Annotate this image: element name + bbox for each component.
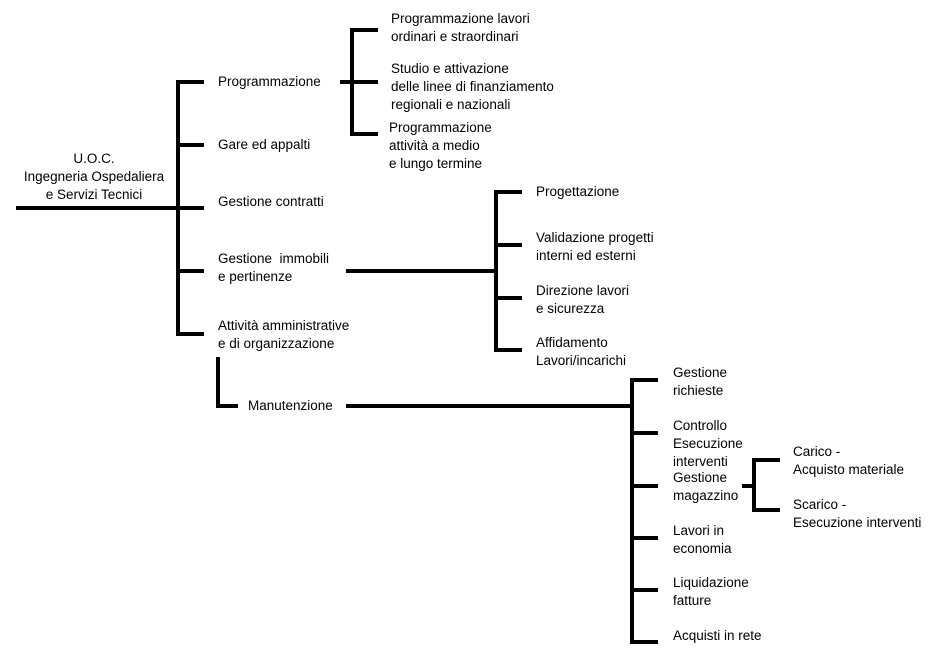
connector-manutenzione-tick <box>630 431 658 435</box>
node-manutenzione: Manutenzione <box>248 398 333 413</box>
connector-immobili-tick <box>494 243 522 247</box>
connector-level1-tick <box>176 206 204 210</box>
node-direzione-lavori: Direzione lavori e sicurezza <box>536 283 630 316</box>
node-acquisti-rete: Acquisti in rete <box>673 628 762 643</box>
connector-immobili-spine <box>494 190 498 352</box>
connector-immobili <box>346 269 496 273</box>
connector-manutenzione <box>346 404 634 408</box>
connector-magazzino-spine <box>752 458 756 512</box>
node-liquidazione-fatture: Liquidazione fatture <box>673 575 749 608</box>
connector-programmazione <box>340 80 352 84</box>
connector-programmazione-tick <box>350 80 378 84</box>
connector-immobili-tick <box>494 296 522 300</box>
connector-immobili-tick <box>494 348 522 352</box>
node-validazione-progetti: Validazione progetti interni ed esterni <box>536 230 654 263</box>
connector-level1-tick <box>176 269 204 273</box>
connector-magazzino-tick <box>752 458 780 462</box>
node-attivita-amministrative: Attività amministrative e di organizzazi… <box>218 318 350 351</box>
node-lavori-economia: Lavori in economia <box>673 523 732 556</box>
node-programmazione-attivita: Programmazione attività a medio e lungo … <box>389 120 492 171</box>
connector-magazzino-tick <box>752 508 780 512</box>
connector-programmazione-tick <box>350 28 378 32</box>
connector-immobili-tick <box>494 190 522 194</box>
connector-root <box>16 206 204 210</box>
node-studio-attivazione: Studio e attivazione delle linee di fina… <box>391 61 554 112</box>
node-gestione-immobili: Gestione immobili e pertinenze <box>218 251 330 284</box>
connector-level1-tick <box>176 143 204 147</box>
node-controllo-esecuzione: Controllo Esecuzione interventi <box>673 418 743 469</box>
node-programmazione-lavori: Programmazione lavori ordinari e straord… <box>391 11 530 44</box>
connector-manutenzione-tick <box>630 378 658 382</box>
connector-magazzino <box>742 484 754 488</box>
node-gare-appalti: Gare ed appalti <box>218 137 311 152</box>
connector-manutenzione-spine <box>630 378 634 644</box>
node-gestione-magazzino: Gestione magazzino <box>673 470 739 503</box>
connector-manutenzione-elbow <box>216 404 238 408</box>
connector-programmazione-tick <box>350 132 378 136</box>
connector-manutenzione-tick <box>630 484 658 488</box>
connector-manutenzione-tick <box>630 640 658 644</box>
connector-manutenzione-tick <box>630 536 658 540</box>
node-gestione-richieste: Gestione richieste <box>673 365 728 398</box>
root-node: U.O.C. Ingegneria Ospedaliera e Servizi … <box>23 151 165 202</box>
node-gestione-contratti: Gestione contratti <box>218 194 324 209</box>
connector-level1-tick <box>176 332 204 336</box>
node-affidamento: Affidamento Lavori/incarichi <box>536 335 627 368</box>
node-scarico: Scarico - Esecuzione interventi <box>793 497 922 530</box>
connector-manutenzione-tick <box>630 588 658 592</box>
node-carico: Carico - Acquisto materiale <box>793 444 905 477</box>
node-programmazione: Programmazione <box>218 74 321 89</box>
node-progettazione: Progettazione <box>536 184 620 199</box>
connector-level1-tick <box>176 80 204 84</box>
connector-manutenzione-elbow <box>216 357 220 408</box>
